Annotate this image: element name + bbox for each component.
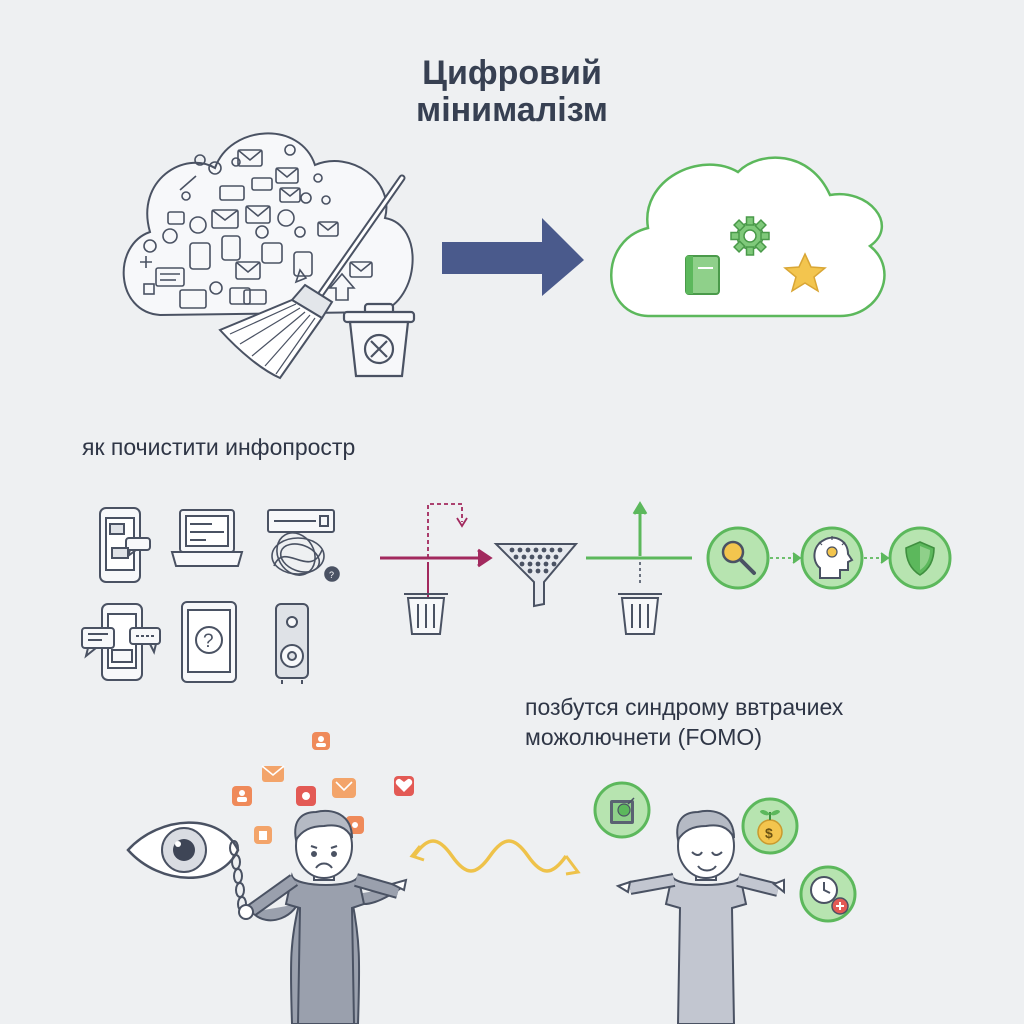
section-heading-cleanup: як почистити инфопростр <box>82 434 356 460</box>
section-heading-fomo-line-1: позбутся синдрому ввтрачиех <box>525 694 844 720</box>
tangled-lines-icon: ? <box>271 532 340 582</box>
section-heading-fomo-line-2: можолючнети (FOMO) <box>525 724 762 750</box>
page-title-line-1: Цифровий <box>422 54 602 92</box>
page-title-line-2: мінималізм <box>416 91 608 129</box>
magnifier-icon <box>706 526 770 590</box>
transform-arrow <box>442 218 584 296</box>
calm-person-icon <box>615 809 785 1024</box>
trash-bin-1-icon <box>404 593 448 635</box>
laptop-icon <box>170 509 244 567</box>
svg-text:?: ? <box>329 570 334 580</box>
filter-funnel-icon <box>493 543 579 608</box>
notification-cluster <box>232 732 414 844</box>
reading-badge-icon <box>593 781 651 839</box>
connector-1 <box>770 552 802 564</box>
trash-can-icon <box>342 302 416 378</box>
upload-arrow-icon <box>328 261 373 301</box>
smartphone-icon <box>99 507 151 583</box>
broom-icon <box>218 174 406 380</box>
trash-bin-2-icon <box>618 593 662 635</box>
svg-text:?: ? <box>203 631 214 652</box>
tablet-question-icon: ? <box>181 601 237 683</box>
speaker-icon <box>275 603 309 684</box>
stressed-person-icon <box>238 809 408 1024</box>
eye-icon <box>126 821 240 879</box>
idea-head-icon <box>800 526 864 590</box>
book-icon <box>685 255 720 295</box>
reject-arrow <box>380 503 493 612</box>
gear-icon <box>730 216 770 256</box>
shield-icon <box>888 526 952 590</box>
chat-phone-icon <box>81 603 161 681</box>
clock-plus-icon <box>799 865 857 923</box>
wave-icon <box>409 839 581 876</box>
svg-text:$: $ <box>765 825 773 841</box>
pass-arrow <box>586 501 692 584</box>
connector-2 <box>864 552 890 564</box>
browser-window-icon <box>267 509 335 533</box>
star-icon <box>783 252 827 293</box>
money-plant-icon: $ <box>741 797 799 855</box>
